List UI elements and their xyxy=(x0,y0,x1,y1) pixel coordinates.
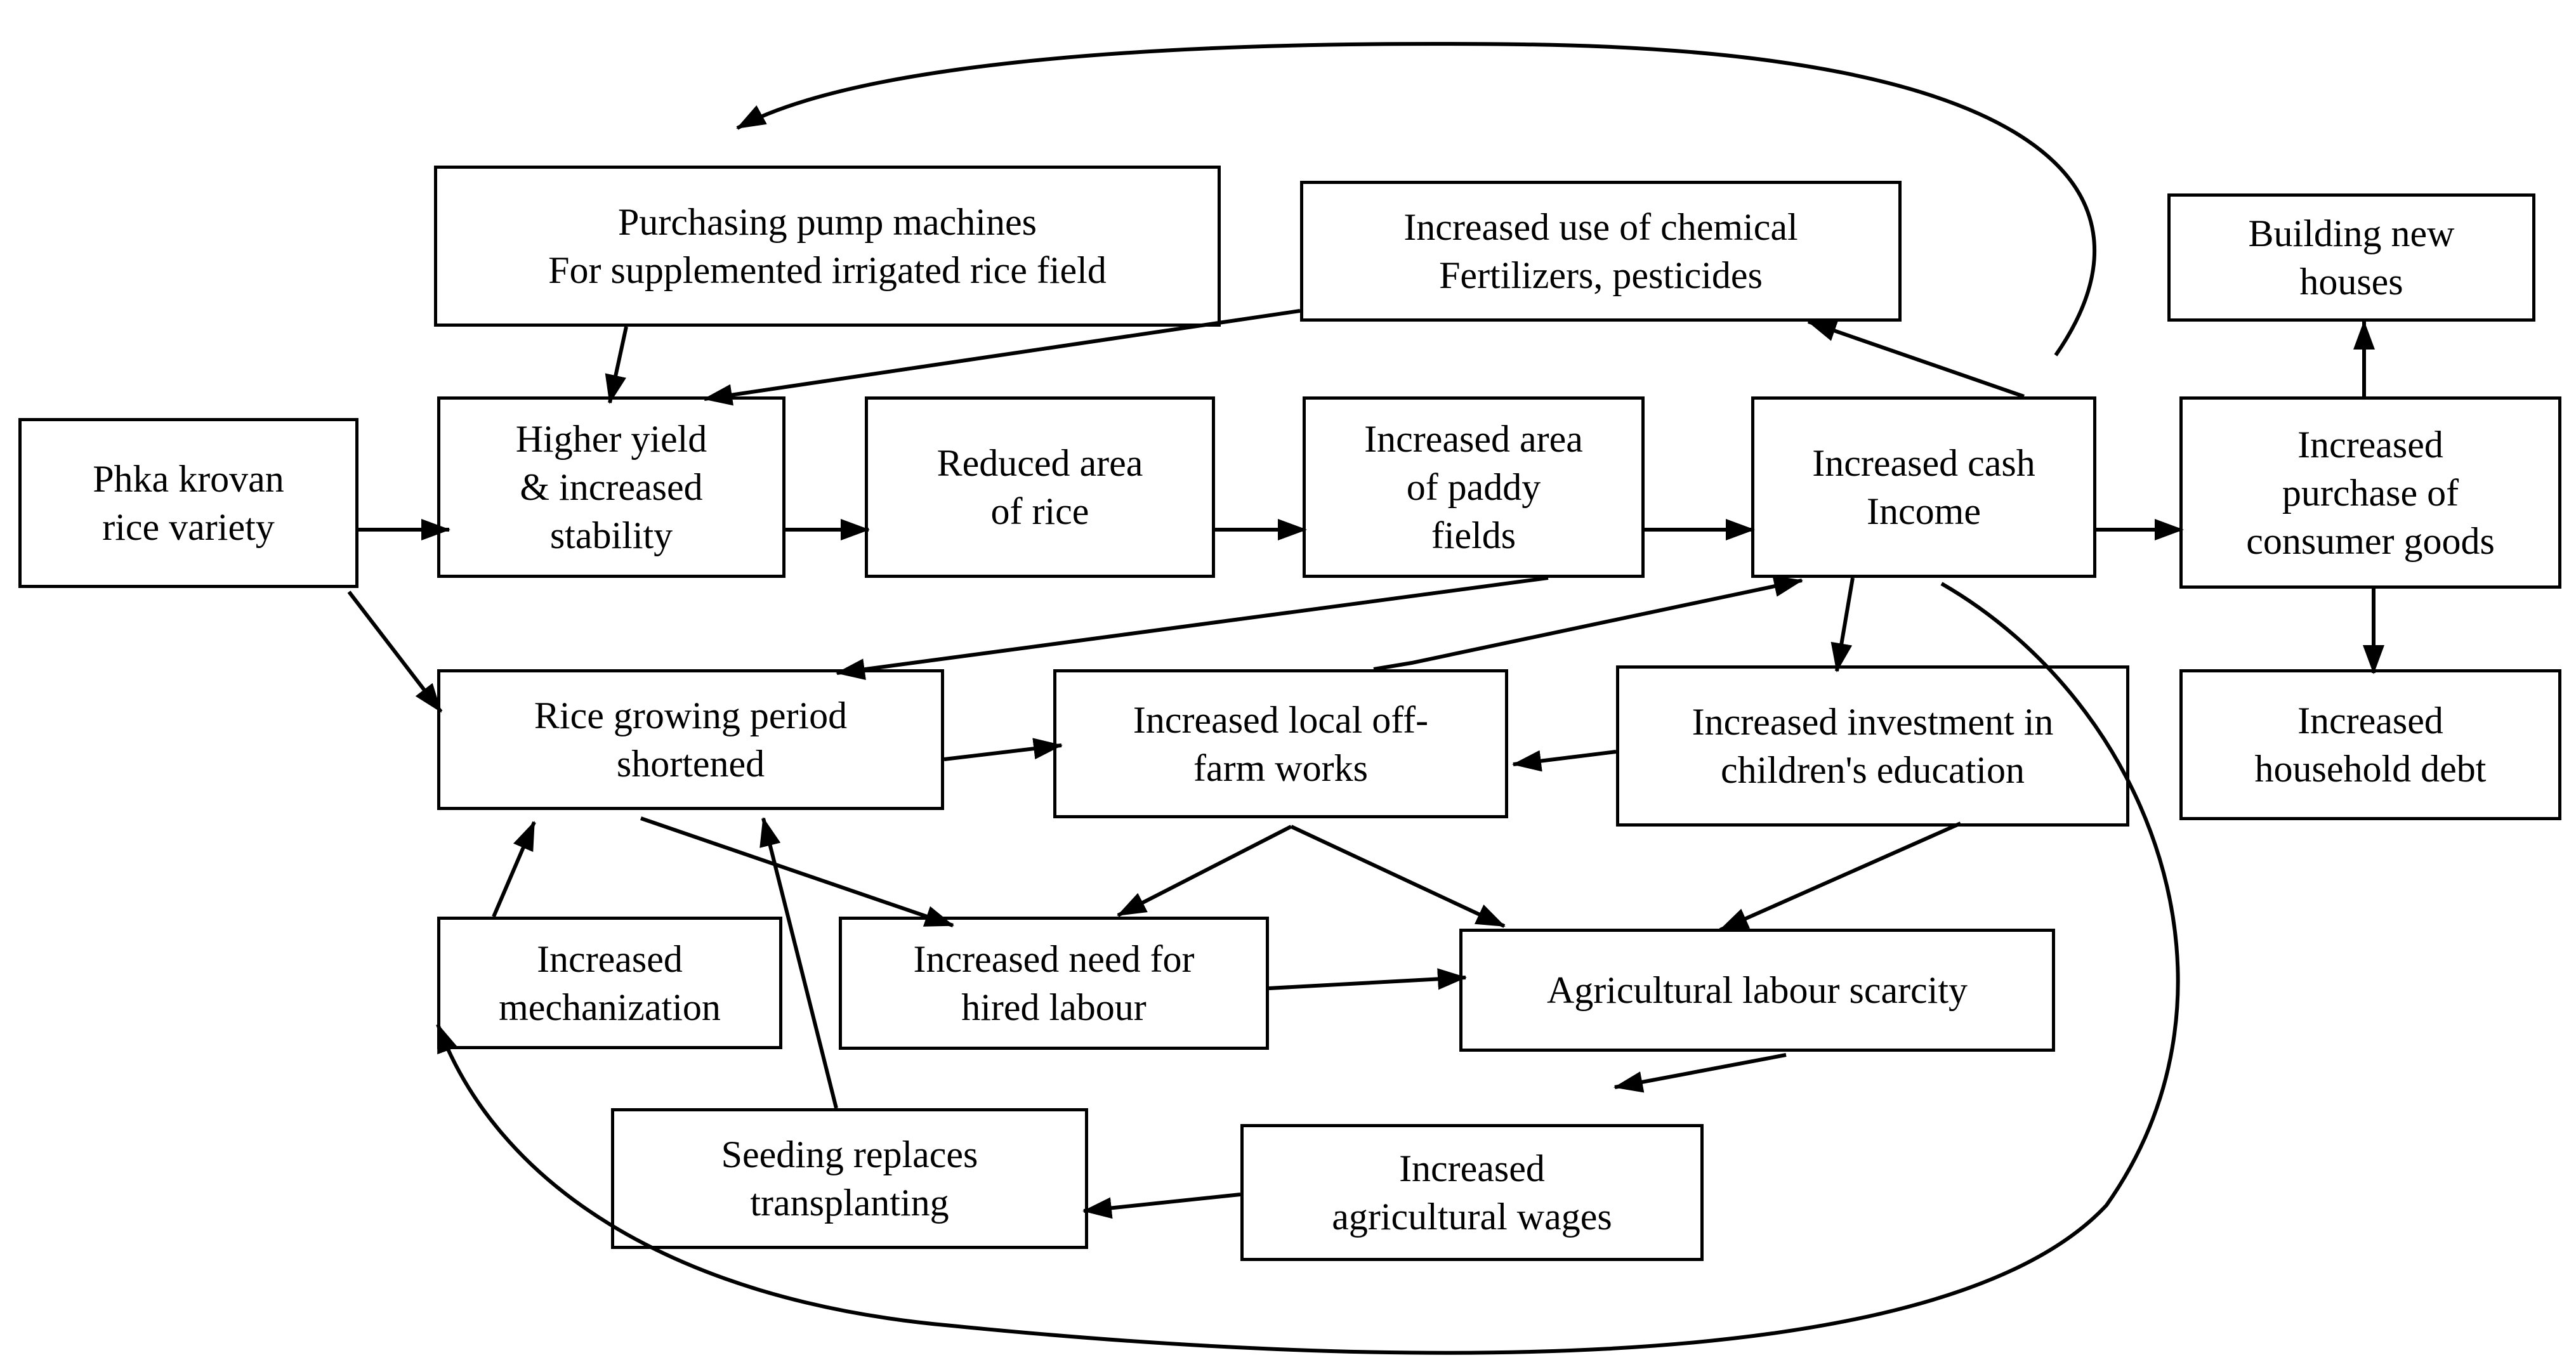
arrow-pump-to-yield xyxy=(605,326,628,404)
arrow-mechanization-to-period xyxy=(492,821,536,918)
node-increased-mechanization: Increased mechanization xyxy=(437,917,782,1049)
node-label: Phka krovan rice variety xyxy=(93,458,284,548)
node-label: Seeding replaces transplanting xyxy=(721,1134,978,1224)
node-increased-cash-income: Increased cash Income xyxy=(1751,396,2096,578)
node-increased-chemical-use: Increased use of chemical Fertilizers, p… xyxy=(1300,181,1902,322)
node-label: Higher yield & increased stability xyxy=(515,418,707,556)
arrow-education-to-scarcity xyxy=(1719,821,1962,932)
arrow-hired-to-scarcity xyxy=(1268,968,1467,990)
node-increased-purchase-consumer-goods: Increased purchase of consumer goods xyxy=(2179,396,2561,589)
arrow-phka-to-period xyxy=(347,591,443,713)
node-label: Increased area of paddy fields xyxy=(1364,418,1583,556)
arrow-offfarm-to-hired xyxy=(1117,825,1292,917)
node-rice-growing-period-shortened: Rice growing period shortened xyxy=(437,669,944,810)
node-purchasing-pump-machines: Purchasing pump machines For supplemente… xyxy=(434,166,1221,327)
node-label: Increased household debt xyxy=(2254,700,2487,790)
arrow-wages-to-seeding xyxy=(1082,1193,1241,1219)
node-agricultural-labour-scarcity: Agricultural labour scarcity xyxy=(1459,929,2055,1052)
node-label: Building new houses xyxy=(2248,213,2455,303)
arrow-cash-to-education xyxy=(1830,577,1855,672)
node-increased-area-of-paddy-fields: Increased area of paddy fields xyxy=(1303,396,1645,578)
node-label: Increased agricultural wages xyxy=(1332,1148,1612,1238)
node-label: Increased purchase of consumer goods xyxy=(2246,423,2495,562)
node-label: Rice growing period shortened xyxy=(534,695,848,785)
arrow-loop-cash-to-mechanization xyxy=(436,582,2180,1355)
node-building-new-houses: Building new houses xyxy=(2167,193,2535,322)
node-label: Agricultural labour scarcity xyxy=(1546,969,1968,1011)
node-reduced-area-of-rice: Reduced area of rice xyxy=(865,396,1215,578)
node-increased-local-off-farm-works: Increased local off- farm works xyxy=(1053,669,1508,818)
node-increased-investment-education: Increased investment in children's educa… xyxy=(1616,665,2129,827)
node-label: Increased need for hired labour xyxy=(913,938,1195,1028)
node-label: Increased use of chemical Fertilizers, p… xyxy=(1403,206,1798,296)
node-phka-krovan-rice-variety: Phka krovan rice variety xyxy=(18,418,358,588)
node-seeding-replaces-transplanting: Seeding replaces transplanting xyxy=(611,1108,1088,1249)
arrow-seeding-to-period xyxy=(759,817,838,1109)
arrow-chem-to-yield xyxy=(703,309,1301,406)
arrow-period-to-hired xyxy=(640,816,954,927)
arrow-loop-cash-to-top xyxy=(736,42,2096,356)
node-label: Increased cash Income xyxy=(1812,442,2035,532)
arrow-education-to-offfarm xyxy=(1512,750,1617,772)
node-increased-agricultural-wages: Increased agricultural wages xyxy=(1240,1124,1704,1261)
arrow-paddy-to-period xyxy=(836,576,1549,681)
arrow-offfarm-to-cash xyxy=(1373,575,1803,671)
arrow-scarcity-to-wages xyxy=(1613,1053,1787,1093)
arrow-period-to-offfarm xyxy=(943,738,1063,761)
node-label: Increased mechanization xyxy=(499,938,721,1028)
node-increased-need-hired-labour: Increased need for hired labour xyxy=(839,917,1269,1050)
arrow-offfarm-to-scarcity xyxy=(1290,825,1506,928)
arrow-cash-to-chem xyxy=(1807,320,2025,398)
node-label: Reduced area of rice xyxy=(936,442,1143,532)
node-label: Purchasing pump machines For supplemente… xyxy=(548,201,1107,291)
node-label: Increased investment in children's educa… xyxy=(1692,701,2054,791)
node-increased-household-debt: Increased household debt xyxy=(2179,669,2561,820)
node-label: Increased local off- farm works xyxy=(1133,698,1429,789)
